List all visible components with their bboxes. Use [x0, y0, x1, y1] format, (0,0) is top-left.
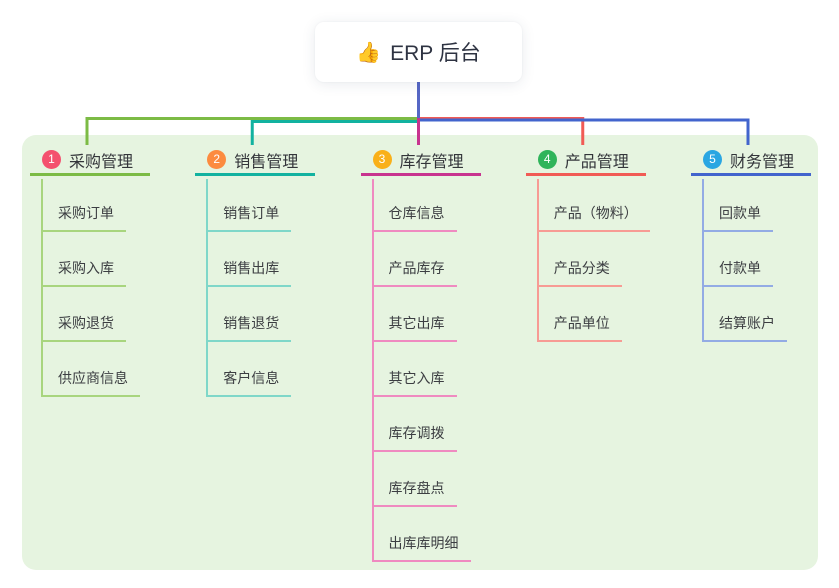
branch-2-child-1[interactable]: 销售订单	[206, 191, 292, 232]
branch-2-child-4[interactable]: 客户信息	[206, 356, 292, 397]
branch-5-child-1[interactable]: 回款单	[702, 191, 773, 232]
branch-1-child-1[interactable]: 采购订单	[41, 191, 126, 232]
branch-5-header[interactable]: 5 财务管理	[691, 146, 811, 176]
branch-5: 5 财务管理回款单付款单结算账户	[691, 146, 811, 342]
branch-1-child-2[interactable]: 采购入库	[41, 246, 126, 287]
branch-number-badge: 2	[207, 150, 227, 169]
branch-1-header[interactable]: 1 采购管理	[30, 146, 150, 176]
root-node[interactable]: 👍 ERP 后台	[315, 22, 522, 82]
branch-label: 库存管理	[399, 153, 464, 171]
branch-number-badge: 4	[537, 150, 557, 169]
branch-5-child-3[interactable]: 结算账户	[702, 301, 787, 342]
branch-3-child-1[interactable]: 仓库信息	[371, 191, 457, 232]
branch-3-header[interactable]: 3 库存管理	[360, 146, 481, 176]
branch-3-child-5[interactable]: 库存调拨	[371, 411, 457, 452]
branch-3-child-7[interactable]: 出库库明细	[371, 521, 471, 562]
branch-2-child-2[interactable]: 销售出库	[206, 246, 292, 287]
branch-label: 财务管理	[730, 153, 795, 171]
tree-line	[702, 179, 704, 341]
branch-4-child-1[interactable]: 产品（物料）	[536, 191, 650, 232]
branch-label: 采购管理	[69, 153, 134, 171]
branch-5-child-2[interactable]: 付款单	[702, 246, 773, 287]
branch-2-header[interactable]: 2 销售管理	[195, 146, 316, 176]
branch-number-badge: 3	[372, 150, 392, 169]
branches-panel	[22, 135, 818, 570]
branch-3: 3 库存管理仓库信息产品库存其它出库其它入库库存调拨库存盘点出库库明细	[360, 146, 481, 562]
branch-2: 2 销售管理销售订单销售出库销售退货客户信息	[195, 146, 316, 397]
branch-number-badge: 1	[42, 150, 61, 169]
branch-label: 产品管理	[564, 153, 629, 171]
tree-line	[41, 179, 43, 396]
root-node-label: ERP 后台	[390, 42, 481, 65]
branch-3-child-3[interactable]: 其它出库	[371, 301, 457, 342]
tree-line	[206, 179, 209, 396]
branch-4-child-3[interactable]: 产品单位	[536, 301, 622, 342]
branch-label: 销售管理	[234, 153, 299, 171]
thumbs-up-icon: 👍	[356, 41, 382, 64]
branch-1-child-4[interactable]: 供应商信息	[41, 356, 140, 397]
tree-line	[371, 179, 374, 561]
branch-3-child-4[interactable]: 其它入库	[371, 356, 457, 397]
branch-4-header[interactable]: 4 产品管理	[525, 146, 646, 176]
branch-3-child-2[interactable]: 产品库存	[371, 246, 457, 287]
branch-4-child-2[interactable]: 产品分类	[536, 246, 622, 287]
tree-line	[536, 179, 539, 341]
branch-1: 1 采购管理采购订单采购入库采购退货供应商信息	[30, 146, 150, 397]
branch-2-child-3[interactable]: 销售退货	[206, 301, 292, 342]
branch-1-child-3[interactable]: 采购退货	[41, 301, 126, 342]
branch-4: 4 产品管理产品（物料） 产品分类产品单位	[525, 146, 650, 342]
branch-3-child-6[interactable]: 库存盘点	[371, 466, 457, 507]
branch-number-badge: 5	[703, 150, 722, 169]
